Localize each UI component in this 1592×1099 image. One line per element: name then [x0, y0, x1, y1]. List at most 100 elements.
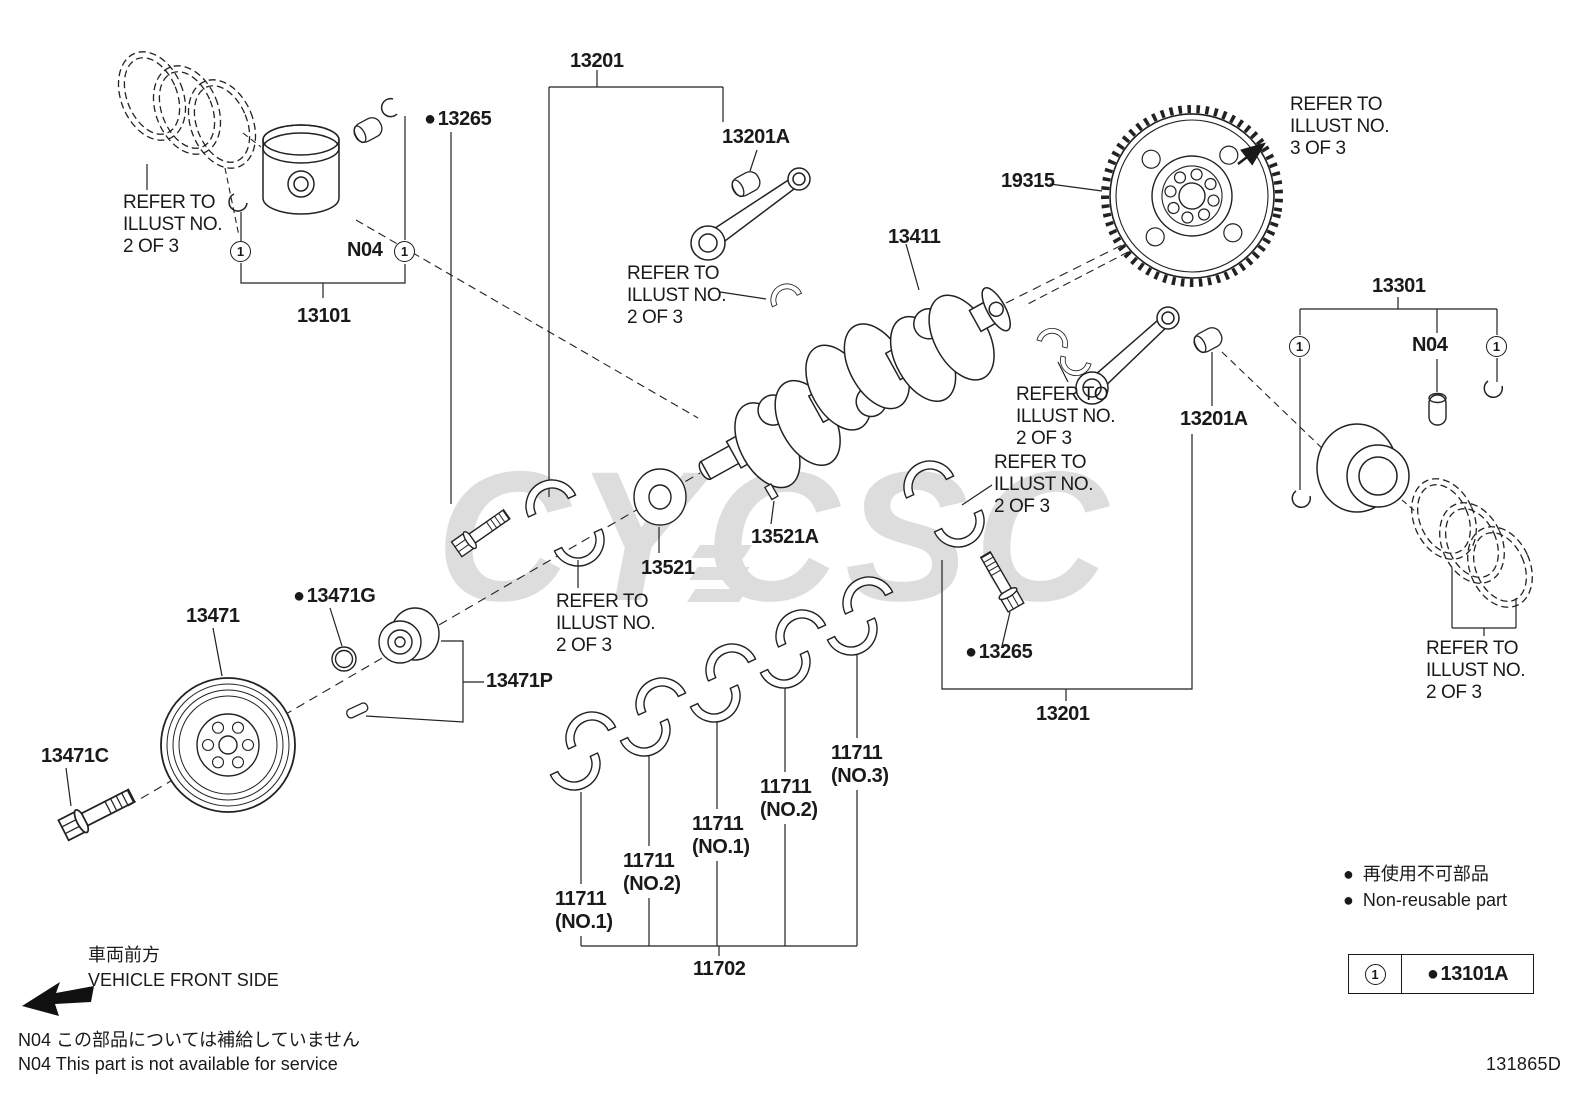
- vehicle-front-label-en: VEHICLE FRONT SIDE: [88, 970, 279, 990]
- pin-bushing-right: [1190, 323, 1226, 357]
- note-refer-illust-center: REFER TO ILLUST NO. 2 OF 3: [627, 263, 727, 328]
- legend-cell-callout: 1: [1349, 955, 1402, 993]
- label-11711-no2-b: 11711 (NO.2): [760, 776, 818, 822]
- label-13201-top: 13201: [570, 50, 624, 72]
- callout-1-legend: 1: [1364, 963, 1386, 985]
- legend-box: 1 ●13101A: [1348, 954, 1534, 994]
- label-11711-no2-a: 11711 (NO.2): [623, 850, 681, 896]
- leader-13471G: [329, 607, 343, 647]
- leader-13471C: [65, 767, 72, 807]
- label-13521: 13521: [641, 557, 695, 579]
- dash-rings-callout: [224, 167, 240, 237]
- label-13471P: 13471P: [486, 670, 553, 692]
- bracket-11711-11702: [580, 655, 858, 956]
- vehicle-front-arrow: [22, 982, 94, 1016]
- note-refer-illust-topright: REFER TO ILLUST NO. 3 OF 3: [1290, 94, 1390, 159]
- label-13201-right: 13201: [1036, 703, 1090, 725]
- label-13201A-top: 13201A: [722, 126, 790, 148]
- flywheel-19315: [1101, 105, 1283, 287]
- nonreusable-dot: ●: [424, 108, 436, 130]
- label-13471G: ●13471G: [293, 585, 376, 607]
- label-13201A-right: 13201A: [1180, 408, 1248, 430]
- label-13301: 13301: [1372, 275, 1426, 297]
- piston-rings-left: [117, 51, 257, 169]
- label-11711-no1-a: 11711 (NO.1): [555, 888, 613, 934]
- label-11711-no3: 11711 (NO.3): [831, 742, 889, 788]
- timing-rotor-13471P: [378, 607, 440, 664]
- label-n04-left: N04: [347, 239, 383, 261]
- legend-cell-part: ●13101A: [1426, 962, 1509, 985]
- nonreusable-dot: ●: [1343, 890, 1354, 910]
- note-refer-illust-farright: REFER TO ILLUST NO. 2 OF 3: [1426, 638, 1526, 703]
- bracket-13201-right: [941, 434, 1193, 701]
- dash-bushing-piston-right: [1221, 351, 1327, 453]
- pin-bushing-top: [728, 167, 764, 201]
- leader-refer-right1: [1057, 361, 1069, 383]
- bracket-13101: [146, 116, 406, 298]
- snap-ring-left-top: [380, 97, 398, 118]
- bracket-13201-top: [548, 70, 724, 497]
- piston-right: [1316, 423, 1410, 513]
- label-13265-right: ●13265: [965, 641, 1033, 663]
- snap-ring-right-bottom: [1291, 490, 1312, 509]
- leader-13471: [212, 627, 223, 677]
- key-13521A: [764, 483, 779, 501]
- pin-13471P: [346, 702, 369, 719]
- legend-nonreusable-en: ●Non-reusable part: [1343, 890, 1507, 910]
- label-11702: 11702: [693, 958, 746, 980]
- bracket-13301: [1299, 297, 1498, 490]
- legend-nonreusable-jp: ●再使用不可部品: [1343, 864, 1489, 884]
- leader-refer-center: [719, 291, 767, 300]
- figure-code: 131865D: [1486, 1054, 1562, 1074]
- note-refer-illust-right1: REFER TO ILLUST NO. 2 OF 3: [1016, 384, 1116, 449]
- bracket-13471P: [365, 640, 484, 723]
- piston-rings-right: [1411, 478, 1533, 608]
- leader-13265-right: [1001, 611, 1011, 647]
- oring-13471G: [331, 646, 357, 672]
- note-refer-illust-topleft: REFER TO ILLUST NO. 2 OF 3: [123, 192, 223, 257]
- note-refer-illust-right2: REFER TO ILLUST NO. 2 OF 3: [994, 452, 1094, 517]
- nonreusable-dot: ●: [1343, 864, 1354, 884]
- leader-13201A-top: [749, 149, 758, 172]
- sensor-plate-13521: [633, 468, 687, 526]
- connecting-rod-top: [690, 167, 811, 261]
- label-13101: 13101: [297, 305, 351, 327]
- connecting-rod-right: [1075, 306, 1180, 405]
- crankshaft-13411: [698, 287, 1011, 489]
- leader-refer-right2: [961, 484, 993, 506]
- label-13471C: 13471C: [41, 745, 109, 767]
- label-13411: 13411: [888, 226, 941, 248]
- label-13265-top: ●13265: [424, 108, 492, 130]
- note-refer-illust-left2: REFER TO ILLUST NO. 2 OF 3: [556, 591, 656, 656]
- vehicle-front-label-jp: 車両前方: [88, 945, 160, 965]
- nonreusable-dot: ●: [293, 585, 305, 607]
- callout-1-left-b: 1: [394, 241, 415, 262]
- nonreusable-dot: ●: [965, 641, 977, 663]
- piston-left: [262, 124, 340, 215]
- dash-piston-rings-right: [1401, 499, 1417, 513]
- bracket-rings-right: [1451, 568, 1517, 636]
- label-13521A: 13521A: [751, 526, 819, 548]
- dash-rings-piston: [242, 132, 262, 148]
- arrow-refer-3of3: [1237, 142, 1266, 166]
- footnote-n04-jp: N04 この部品については補給していません: [18, 1030, 361, 1050]
- footnote-n04-en: N04 This part is not available for servi…: [18, 1054, 338, 1074]
- label-11711-no1-b: 11711 (NO.1): [692, 813, 750, 859]
- label-n04-right: N04: [1412, 334, 1448, 356]
- callout-1-left-a: 1: [230, 241, 251, 262]
- nonreusable-dot: ●: [1426, 962, 1439, 985]
- snap-ring-right-top: [1483, 380, 1504, 399]
- leader-13521A: [770, 500, 775, 525]
- piston-pin-right: [1428, 392, 1447, 426]
- label-13471: 13471: [186, 605, 240, 627]
- label-19315: 19315: [1001, 170, 1055, 192]
- piston-pin-left: [350, 113, 386, 147]
- dash-main-axis-rear: [1005, 242, 1127, 304]
- thrust-washer-upper: [1036, 324, 1072, 349]
- leader-13411: [905, 243, 920, 291]
- dash-flywheel: [1023, 251, 1129, 307]
- callout-1-right-b: 1: [1486, 336, 1507, 357]
- leader-19315: [1049, 183, 1103, 192]
- callout-1-right-a: 1: [1289, 336, 1310, 357]
